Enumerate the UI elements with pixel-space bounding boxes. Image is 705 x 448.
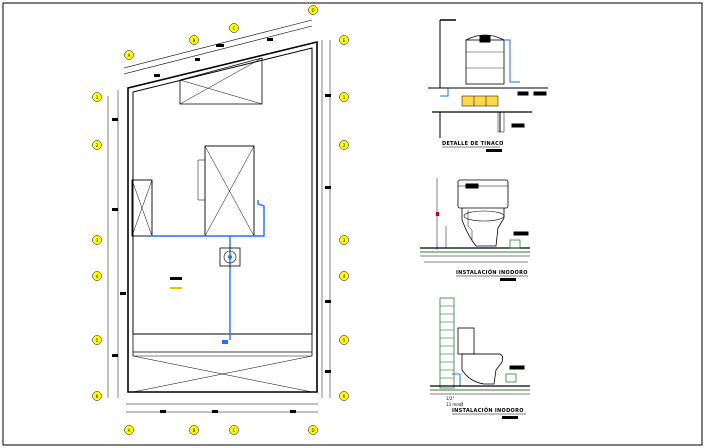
axis-marker: [339, 271, 349, 281]
axis-marker: [339, 391, 349, 401]
axis-marker: [339, 140, 349, 150]
axis-label: A: [128, 428, 131, 433]
inner-wall: [132, 47, 313, 335]
toilet-caption-2: INSTALACIÓN INODORO: [452, 407, 524, 414]
axis-marker: [92, 140, 102, 150]
axis-label: 6: [343, 394, 346, 399]
axis-label: B: [193, 428, 196, 433]
axis-marker: [339, 235, 349, 245]
axis-label: 3: [96, 238, 99, 243]
axis-label: 5: [343, 338, 346, 343]
toilet-detail-2: [430, 297, 530, 395]
axis-marker: [308, 425, 318, 435]
axis-marker: [229, 23, 239, 33]
toilet-detail-1: [420, 178, 530, 263]
axis-marker: [229, 425, 239, 435]
axis-label: 6: [96, 394, 99, 399]
axis-bubbles: [92, 5, 349, 435]
axis-marker: [339, 35, 349, 45]
toilet-caption-1: INSTALACIÓN INODORO: [456, 269, 528, 276]
axis-label: 1: [96, 95, 99, 100]
axis-label: 2: [96, 143, 99, 148]
axis-label: 2: [343, 143, 346, 148]
axis-marker: [339, 92, 349, 102]
axis-label: C: [233, 26, 236, 31]
axis-label: C: [233, 428, 236, 433]
axis-marker: [92, 335, 102, 345]
axis-label: B: [193, 38, 196, 43]
axis-label: 5: [96, 338, 99, 343]
tank-detail: [428, 19, 548, 138]
axis-marker: [92, 391, 102, 401]
axis-marker: [92, 92, 102, 102]
axis-label: 3: [343, 238, 346, 243]
axis-marker: [189, 35, 199, 45]
axis-letters: A B C D E 1 2 3 4 5 6 1 2 3 4 5 6 A B C …: [96, 8, 346, 433]
axis-marker: [308, 5, 318, 15]
axis-marker: [124, 425, 134, 435]
floor-plan: [107, 19, 331, 413]
axis-marker: [124, 50, 134, 60]
outer-wall: [127, 40, 318, 393]
pipe-note-2: 13 mmØ: [446, 402, 463, 407]
pipe-note-1: 1/2": [446, 396, 454, 401]
axis-marker: [92, 235, 102, 245]
axis-marker: [92, 271, 102, 281]
axis-label: D: [311, 428, 314, 433]
axis-label: D: [311, 8, 314, 13]
water-pipe: [148, 200, 265, 344]
axis-label: 4: [343, 274, 346, 279]
axis-label: 1: [343, 95, 346, 100]
tank-caption: DETALLE DE TINACO: [442, 141, 504, 147]
axis-label: E: [343, 38, 346, 43]
dimension-marks: [112, 38, 331, 413]
axis-marker: [189, 425, 199, 435]
axis-label: A: [128, 53, 131, 58]
axis-marker: [339, 335, 349, 345]
axis-label: 4: [96, 274, 99, 279]
